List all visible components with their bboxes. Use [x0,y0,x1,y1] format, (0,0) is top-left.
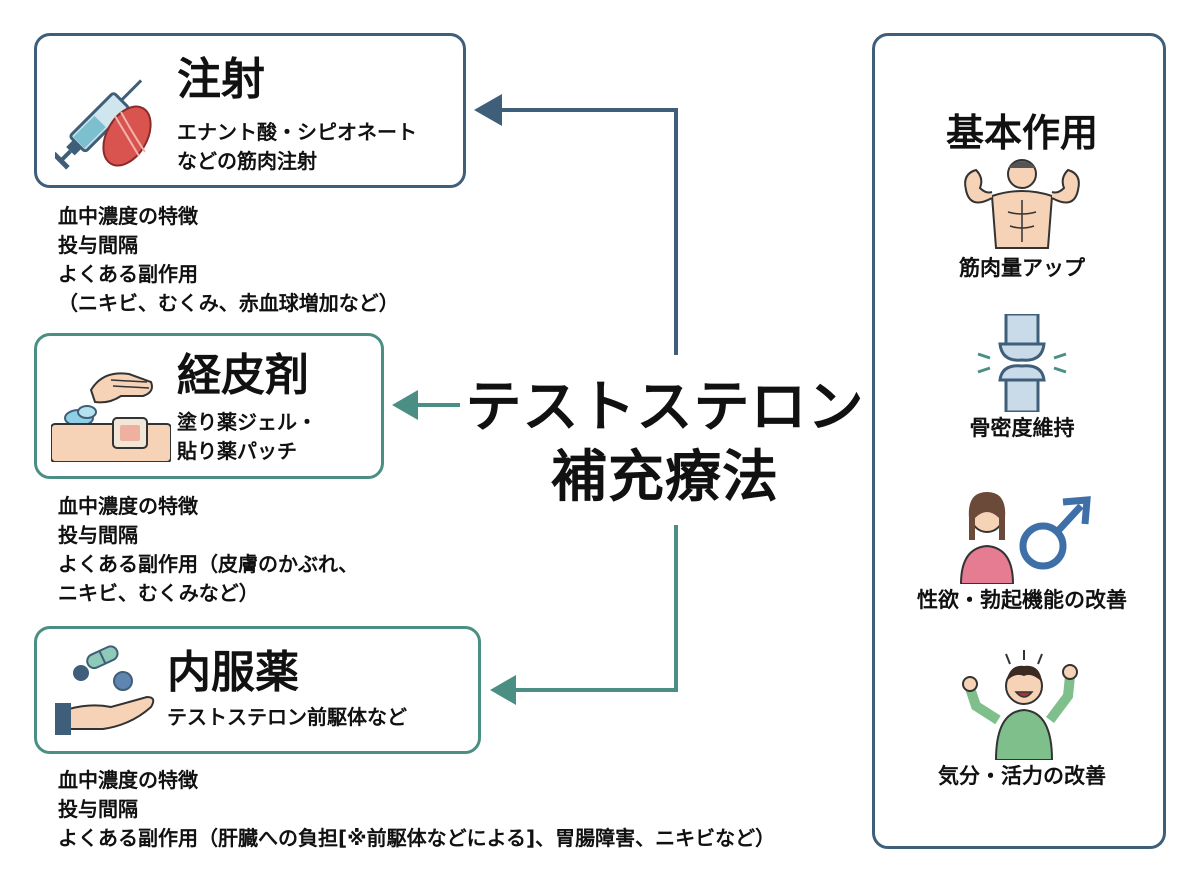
note-line: 血中濃度の特徴 [58,204,198,228]
arrowhead-oral [490,675,516,705]
injection-title: 注射 [177,54,265,105]
oral-notes: 血中濃度の特徴 投与間隔 よくある副作用（肝臓への負担[※前駆体などによる]、胃… [58,766,775,853]
effect-label: 気分・活力の改善 [938,764,1106,788]
bone-joint-icon [977,314,1067,412]
gel-patch-icon [51,372,171,462]
center-title: テストステロン 補充療法 [455,373,875,513]
oral-card: 内服薬 テストステロン前駆体など [34,626,481,754]
injection-notes: 血中濃度の特徴 投与間隔 よくある副作用 （ニキビ、むくみ、赤血球増加など） [58,202,399,318]
oral-description: テストステロン前駆体など [167,705,407,729]
injection-desc-line1: エナント酸・シピオネート [177,120,417,144]
effect-label: 筋肉量アップ [959,256,1085,280]
oral-title: 内服薬 [167,647,299,698]
arrowhead-transdermal [392,390,418,420]
center-title-line2: 補充療法 [551,445,779,510]
center-title-line1: テストステロン [465,375,865,440]
effects-panel-title: 基本作用 [945,111,1098,155]
note-line: 投与間隔 [58,797,138,821]
male-symbol-icon [959,492,1091,584]
effect-label: 性欲・勃起機能の改善 [917,588,1127,612]
note-line: よくある副作用（皮膚のかぶれ、 [58,552,359,576]
note-line: （ニキビ、むくみ、赤血球増加など） [58,291,399,315]
note-line: ニキビ、むくみなど） [58,581,259,605]
note-line: 投与間隔 [58,233,138,257]
arrow-to-oral [512,525,678,692]
note-line: 血中濃度の特徴 [58,494,198,518]
effects-panel: 基本作用 筋肉量アップ 骨密度維持 性欲・ [872,33,1166,849]
transdermal-desc-line2: 貼り薬パッチ [177,439,297,463]
note-line: 血中濃度の特徴 [58,768,198,792]
effect-item-muscle: 筋肉量アップ [875,152,1169,282]
arrowhead-injection [474,94,502,126]
muscle-icon [964,159,1080,249]
effect-item-libido: 性欲・勃起機能の改善 [875,484,1169,614]
injection-description: エナント酸・シピオネート などの筋肉注射 [177,118,467,176]
transdermal-notes: 血中濃度の特徴 投与間隔 よくある副作用（皮膚のかぶれ、 ニキビ、むくみなど） [58,492,358,608]
syringe-icon [55,79,152,170]
effect-item-mood: 気分・活力の改善 [875,648,1169,790]
note-line: 投与間隔 [58,523,138,547]
transdermal-title: 経皮剤 [177,350,309,401]
note-line: よくある副作用（肝臓への負担[※前駆体などによる]、胃腸障害、ニキビなど） [58,826,776,850]
arrow-to-injection [496,108,678,355]
injection-card: 注射 エナント酸・シピオネート などの筋肉注射 [34,33,466,188]
transdermal-desc-line1: 塗り薬ジェル・ [177,410,317,434]
transdermal-description: 塗り薬ジェル・ 貼り薬パッチ [177,408,377,466]
transdermal-card: 経皮剤 塗り薬ジェル・ 貼り薬パッチ [34,333,384,479]
effect-item-bone: 骨密度維持 [875,314,1169,442]
effect-label: 骨密度維持 [969,416,1075,440]
pills-hand-icon [55,645,155,735]
happy-person-icon [962,650,1078,760]
note-line: よくある副作用 [58,262,198,286]
injection-desc-line2: などの筋肉注射 [177,149,317,173]
